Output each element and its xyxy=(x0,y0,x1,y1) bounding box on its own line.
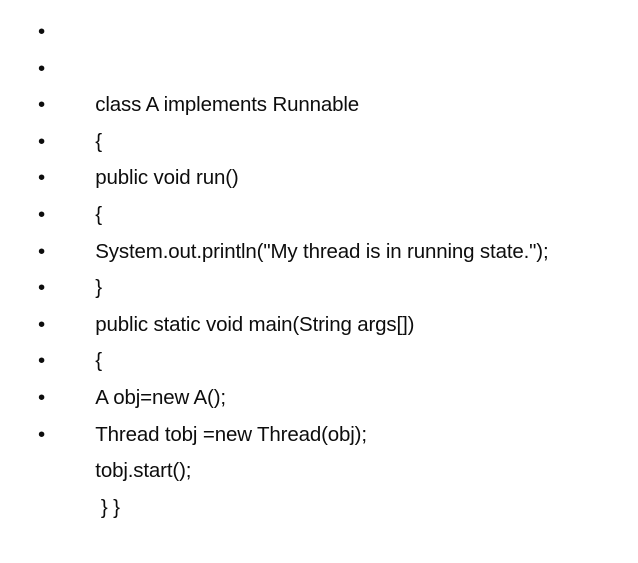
list-item-label: } xyxy=(95,276,102,300)
list-item-label: { xyxy=(95,202,102,226)
list-item-label: System.out.println("My thread is in runn… xyxy=(95,239,549,263)
list-item: • class A implements Runnable xyxy=(0,14,638,116)
list-item: • { xyxy=(0,124,638,226)
bullet-point-icon: • xyxy=(38,276,46,300)
list-item-label: public void run() xyxy=(95,166,239,190)
bullet-point-icon: • xyxy=(38,239,46,263)
list-item: • public static void main(String args[]) xyxy=(0,234,638,336)
bullet-point-icon: • xyxy=(38,129,46,153)
list-item-label: public static void main(String args[]) xyxy=(95,312,415,336)
list-item: • tobj.start(); xyxy=(0,380,638,482)
list-item-label: { xyxy=(95,349,102,373)
list-item: • { xyxy=(0,51,638,153)
list-item-label: tobj.start(); xyxy=(95,459,192,483)
list-item-label: } } xyxy=(95,495,120,519)
list-item: • public void run() xyxy=(0,87,638,189)
code-bullet-list: • class A implements Runnable • { • publ… xyxy=(0,14,638,519)
list-item: • { xyxy=(0,270,638,372)
bullet-point-icon: • xyxy=(38,166,46,190)
bullet-point-icon: • xyxy=(38,56,46,80)
list-item: • Thread tobj =new Thread(obj); xyxy=(0,343,638,445)
bullet-point-icon: • xyxy=(38,349,46,373)
list-item: • A obj=new A(); xyxy=(0,307,638,409)
bullet-point-icon: • xyxy=(38,202,46,226)
list-item-label: A obj=new A(); xyxy=(95,385,226,409)
list-item: • System.out.println("My thread is in ru… xyxy=(0,160,638,262)
bullet-point-icon: • xyxy=(38,385,46,409)
list-item: • } } xyxy=(0,417,638,519)
slide-canvas: • class A implements Runnable • { • publ… xyxy=(0,14,638,519)
bullet-point-icon: • xyxy=(38,93,46,117)
bullet-point-icon: • xyxy=(38,20,46,43)
list-item-label: Thread tobj =new Thread(obj); xyxy=(95,422,367,446)
list-item-label: class A implements Runnable xyxy=(95,93,360,117)
list-item: • } xyxy=(0,197,638,299)
bullet-point-icon: • xyxy=(38,312,46,336)
list-item-label: { xyxy=(95,129,102,153)
bullet-point-icon: • xyxy=(38,422,46,446)
